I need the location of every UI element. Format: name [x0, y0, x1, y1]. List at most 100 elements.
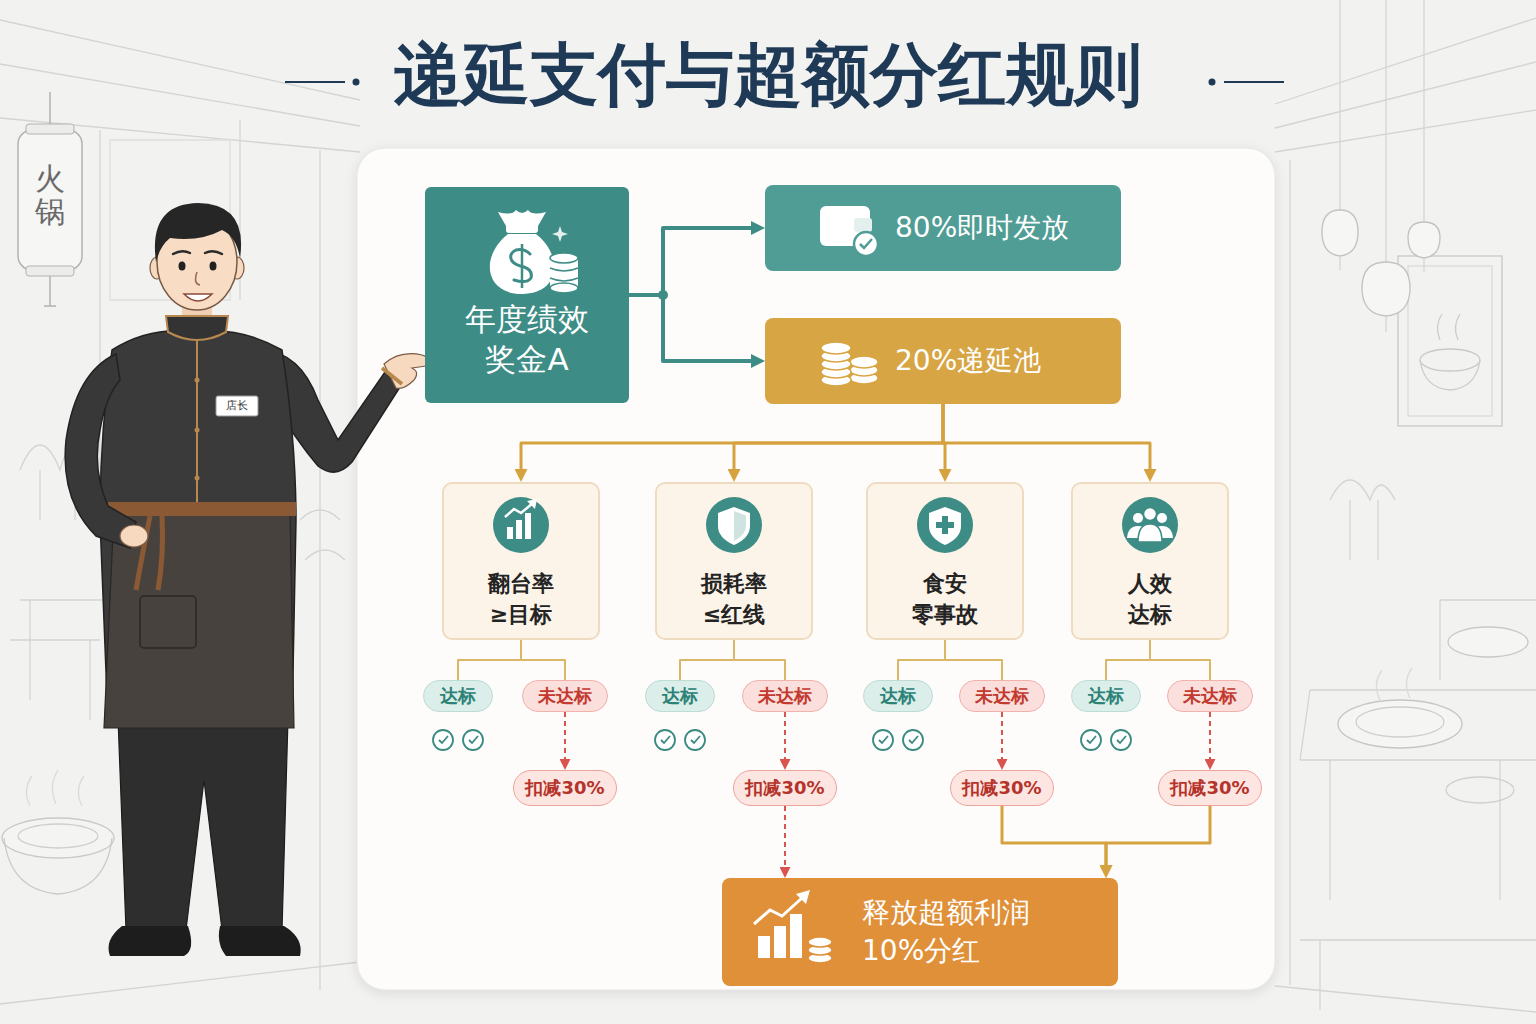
lantern-sketch — [26, 124, 74, 134]
restaurant-sketch — [1408, 222, 1440, 258]
restaurant-sketch — [18, 824, 98, 848]
connector — [1106, 806, 1210, 872]
profit-growth-icon — [808, 937, 832, 947]
turnover-icon — [493, 497, 549, 553]
lantern-sign: 火锅 — [35, 162, 65, 228]
connector — [898, 640, 945, 680]
connector — [1001, 712, 1003, 765]
connector — [784, 806, 786, 873]
money-bag-icon — [552, 226, 568, 242]
node-text: 达标 — [880, 684, 916, 708]
payout-box: 80%即时发放 — [765, 185, 1121, 271]
coins-icon — [821, 342, 878, 386]
node-text: 80%即时发放 — [895, 209, 1069, 247]
deduction-pill: 扣减30% — [513, 770, 617, 806]
deduction-pill: 扣减30% — [1158, 770, 1262, 806]
lantern-sketch — [44, 276, 56, 306]
money-bag-icon — [511, 250, 532, 282]
node-text: 未达标 — [975, 684, 1029, 708]
turnover-icon — [505, 503, 533, 517]
manager-figure — [384, 354, 429, 389]
title-ornament — [1209, 79, 1216, 86]
food-safety-icon — [942, 516, 948, 534]
check-marks — [909, 736, 918, 743]
wallet-icon — [854, 218, 872, 232]
node-text: 食安 零事故 — [902, 568, 988, 630]
restaurant-sketch — [1446, 777, 1514, 803]
turnover-icon — [493, 497, 549, 553]
restaurant-sketch — [1356, 707, 1444, 737]
check-marks — [1111, 730, 1131, 750]
money-bag-icon — [550, 283, 578, 293]
restaurant-sketch — [1338, 700, 1462, 748]
profit-growth-icon — [808, 945, 832, 955]
junction-dot — [658, 290, 668, 300]
turnover-icon — [516, 520, 522, 539]
wallet-icon — [860, 239, 872, 248]
connector — [734, 640, 785, 680]
people-icon — [1154, 526, 1173, 538]
money-bag-icon — [490, 234, 554, 294]
manager-figure — [196, 272, 200, 285]
fail-pill: 未达标 — [1167, 680, 1253, 712]
node-text: 达标 — [1088, 684, 1124, 708]
node-text: 20%递延池 — [895, 342, 1041, 380]
manager-figure — [195, 378, 200, 383]
check-marks — [1117, 736, 1126, 743]
coins-icon — [850, 356, 878, 368]
money-bag-icon — [490, 210, 578, 294]
turnover-icon — [527, 499, 537, 509]
restaurant-sketch — [1275, 18, 1536, 152]
node-text: 扣减30% — [745, 776, 824, 800]
restaurant-sketch — [4, 838, 112, 894]
connector — [1002, 806, 1106, 872]
restaurant-sketch — [1448, 627, 1528, 657]
deduction-pill: 扣减30% — [733, 770, 837, 806]
node-text: 达标 — [662, 684, 698, 708]
manager-figure — [179, 262, 186, 271]
lantern-sketch — [26, 266, 74, 276]
condition-card: 食安 零事故 — [866, 482, 1024, 640]
name-badge: 店长 — [216, 396, 258, 416]
condition-card: 人效 达标 — [1071, 482, 1229, 640]
manager-figure — [210, 262, 217, 271]
lantern-sketch — [18, 92, 82, 306]
shield-icon — [706, 497, 762, 553]
money-bag-icon — [550, 268, 578, 281]
profit-growth-icon — [754, 898, 802, 924]
restaurant-sketch — [1408, 266, 1492, 416]
profit-growth-icon — [790, 914, 802, 958]
check-marks — [439, 736, 448, 743]
fail-pill: 未达标 — [959, 680, 1045, 712]
people-icon — [1122, 497, 1178, 553]
node-text: 人效 达标 — [1107, 568, 1193, 630]
restaurant-sketch — [1322, 210, 1358, 256]
manager-figure — [104, 512, 294, 728]
node-text: 扣减30% — [962, 776, 1041, 800]
money-bag-icon — [550, 253, 578, 263]
manager-figure — [166, 316, 228, 340]
coins-icon — [821, 366, 851, 378]
manager-figure — [108, 502, 296, 516]
title-ornament — [285, 81, 345, 83]
node-text: 未达标 — [538, 684, 592, 708]
people-icon — [1144, 508, 1157, 521]
food-safety-icon — [936, 522, 954, 528]
people-icon — [1157, 513, 1167, 523]
pass-pill: 达标 — [863, 680, 933, 712]
coins-icon — [821, 374, 851, 386]
connector — [629, 295, 759, 361]
manager-figure — [382, 368, 402, 384]
connector — [458, 640, 521, 680]
connector — [629, 228, 759, 295]
dividend-box: 释放超额利润 10%分红 — [722, 878, 1118, 986]
connector — [1209, 712, 1211, 765]
connector — [734, 404, 943, 476]
node-text: 释放超额利润 10%分红 — [862, 894, 1062, 970]
money-bag-icon — [498, 210, 546, 226]
connector — [521, 404, 943, 476]
check-marks — [433, 730, 1131, 750]
manager-figure — [65, 203, 429, 956]
restaurant-sketch — [1376, 668, 1412, 700]
